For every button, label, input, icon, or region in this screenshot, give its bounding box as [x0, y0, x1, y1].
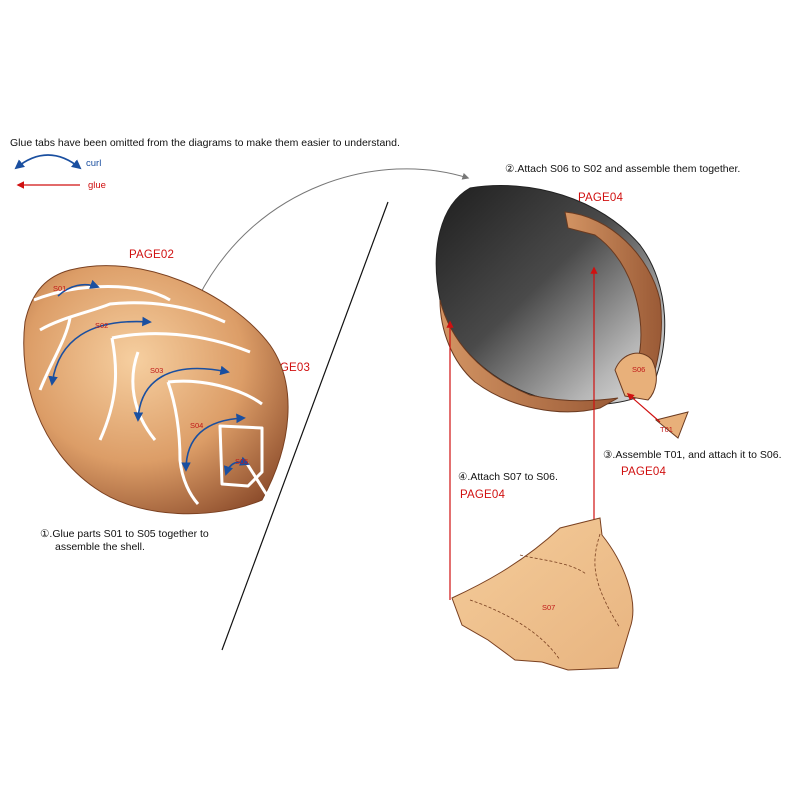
part-label-s03: S03 — [150, 366, 163, 375]
curl-arrow-s05 — [223, 456, 250, 476]
page-label-page02: PAGE02 — [129, 249, 175, 261]
page-label-page04-right: PAGE04 — [621, 466, 667, 478]
seam-bottom-right — [244, 461, 272, 501]
rim-s02 — [564, 211, 662, 396]
curl-arrow-s04 — [181, 413, 246, 472]
part-label-s02: S02 — [95, 321, 108, 330]
rim-bottom — [439, 299, 619, 413]
part-s07-assembly: S07 — [451, 517, 634, 671]
part-label-s01: S01 — [53, 284, 66, 293]
glue-arrow-t01 — [626, 393, 661, 423]
intro-note: Glue tabs have been omitted from the dia… — [10, 137, 400, 149]
step4-text: ④.Attach S07 to S06. — [458, 471, 558, 483]
part-label-t01: T01 — [660, 425, 673, 434]
legend-curl-label: curl — [86, 158, 102, 169]
fold-line-s07-mid — [519, 554, 587, 575]
part-label-s04: S04 — [190, 421, 203, 430]
seam-s01 — [33, 285, 171, 302]
part-t01 — [654, 411, 689, 439]
curl-arrow-s02 — [48, 316, 152, 386]
page-label-page04-top: PAGE04 — [578, 192, 624, 204]
legend-glue-label: glue — [88, 180, 106, 191]
step1-text-line2: assemble the shell. — [55, 541, 145, 553]
divider-line — [221, 201, 389, 651]
curl-arrow-s01 — [57, 279, 100, 297]
step3-text: ③.Assemble T01, and attach it to S06. — [603, 449, 782, 461]
step2-text: ②.Attach S06 to S02 and assemble them to… — [505, 163, 741, 175]
part-s06 — [614, 352, 657, 401]
page-label-page04-left: PAGE04 — [460, 489, 506, 501]
legend-curl-arrow — [14, 154, 82, 170]
part-label-s06: S06 — [632, 365, 645, 374]
fold-line-s07-left — [469, 599, 561, 661]
part-label-s07: S07 — [542, 603, 555, 612]
part-label-s05: S05 — [235, 457, 248, 466]
transition-arrow — [197, 168, 470, 299]
part-s07 — [451, 517, 634, 671]
shell-assembly: S01 S02 S03 S04 S05 — [23, 265, 289, 515]
shell-interior-assembly: S06 T01 — [435, 185, 689, 439]
curl-arrow-s03 — [133, 365, 230, 422]
step1-text-line1: ①.Glue parts S01 to S05 together to — [40, 528, 209, 540]
